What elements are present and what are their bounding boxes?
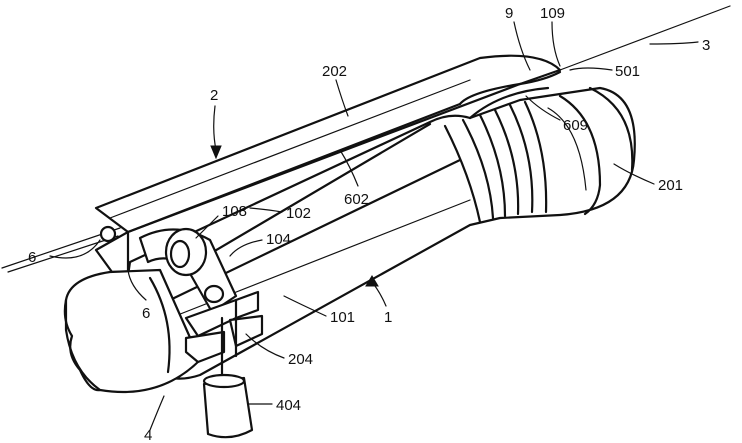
label-501: 501 xyxy=(615,63,640,80)
label-108: 108 xyxy=(222,203,247,220)
label-404: 404 xyxy=(276,397,301,414)
label-1: 1 xyxy=(384,309,392,326)
label-6-lower: 6 xyxy=(142,305,150,322)
label-3: 3 xyxy=(702,37,710,54)
label-109: 109 xyxy=(540,5,565,22)
label-202: 202 xyxy=(322,63,347,80)
label-6-left: 6 xyxy=(28,249,36,266)
label-204: 204 xyxy=(288,351,313,368)
label-2: 2 xyxy=(210,87,218,104)
label-102: 102 xyxy=(286,205,311,222)
label-101: 101 xyxy=(330,309,355,326)
label-4: 4 xyxy=(144,427,152,443)
label-602: 602 xyxy=(344,191,369,208)
label-609: 609 xyxy=(563,117,588,134)
label-9: 9 xyxy=(505,5,513,22)
handle-404 xyxy=(204,375,252,437)
label-104: 104 xyxy=(266,231,291,248)
label-201: 201 xyxy=(658,177,683,194)
